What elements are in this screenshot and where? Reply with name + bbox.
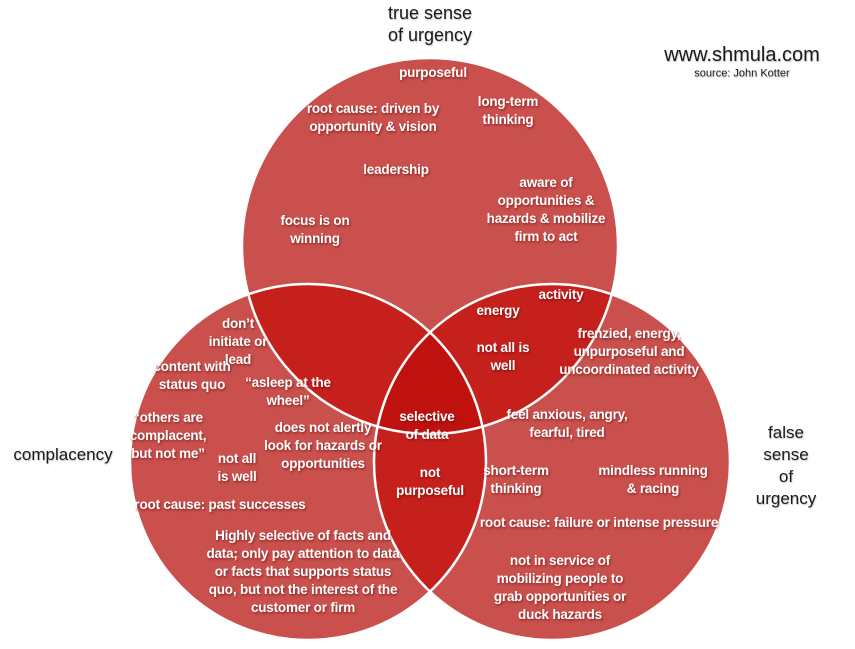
right-circle-label: false sense of urgency: [755, 423, 817, 508]
venn-text-does-not-alertly: does not alertly look for hazards or opp…: [264, 420, 382, 471]
top-left-overlap-fill: [242, 284, 486, 434]
venn-text-frenzied-energy: frenzied, energy, unpurposeful and uncoo…: [559, 326, 699, 377]
venn-text-root-cause-failure: root cause: failure or intense pressure: [479, 515, 719, 530]
venn-text-mindless-running: mindless running & racing: [598, 463, 708, 496]
right-circle-outline: [372, 282, 732, 642]
venn-text-not-all-well-left: not all is well: [217, 451, 257, 484]
top-circle-outline: [240, 56, 620, 436]
venn-text-not-all-well-right: not all is well: [476, 340, 530, 373]
venn-text-root-cause-opportunity: root cause: driven by opportunity & visi…: [306, 101, 440, 134]
venn-text-focus-on-winning: focus is on winning: [280, 213, 350, 246]
venn-text-purposeful: purposeful: [399, 65, 467, 80]
venn-text-activity: activity: [538, 287, 584, 302]
venn-text-asleep-at-wheel: “asleep at the wheel”: [245, 375, 331, 408]
venn-text-dont-initiate: don’t initiate or lead: [208, 316, 268, 367]
left-circle-outline: [128, 282, 488, 642]
site-watermark: www.shmula.com: [664, 44, 820, 66]
venn-text-selective-of-data: selective of data: [399, 409, 455, 442]
venn-text-long-term-thinking: long-term thinking: [477, 94, 539, 127]
top-circle-label: true sense of urgency: [387, 3, 473, 45]
left-circle-label: complacency: [13, 445, 113, 464]
venn-text-leadership: leadership: [363, 162, 429, 177]
top-right-overlap-fill: [374, 284, 618, 434]
venn-text-not-purposeful: not purposeful: [396, 465, 464, 498]
venn-text-not-in-service: not in service of mobilizing people to g…: [493, 553, 627, 622]
source-credit: source: John Kotter: [694, 67, 790, 80]
venn-text-feel-anxious: feel anxious, angry, fearful, tired: [506, 407, 628, 440]
venn-text-others-complacent: “others are complacent, but not me”: [129, 410, 207, 461]
venn-text-aware-of-opportunities: aware of opportunities & hazards & mobil…: [486, 175, 606, 244]
venn-text-content-status-quo: content with status quo: [153, 359, 231, 392]
venn-text-energy: energy: [476, 303, 520, 318]
venn-text-root-cause-past: root cause: past successes: [134, 497, 306, 512]
venn-text-short-term-thinking: short-term thinking: [483, 463, 549, 496]
venn-text-highly-selective: Highly selective of facts and data; only…: [206, 528, 400, 615]
